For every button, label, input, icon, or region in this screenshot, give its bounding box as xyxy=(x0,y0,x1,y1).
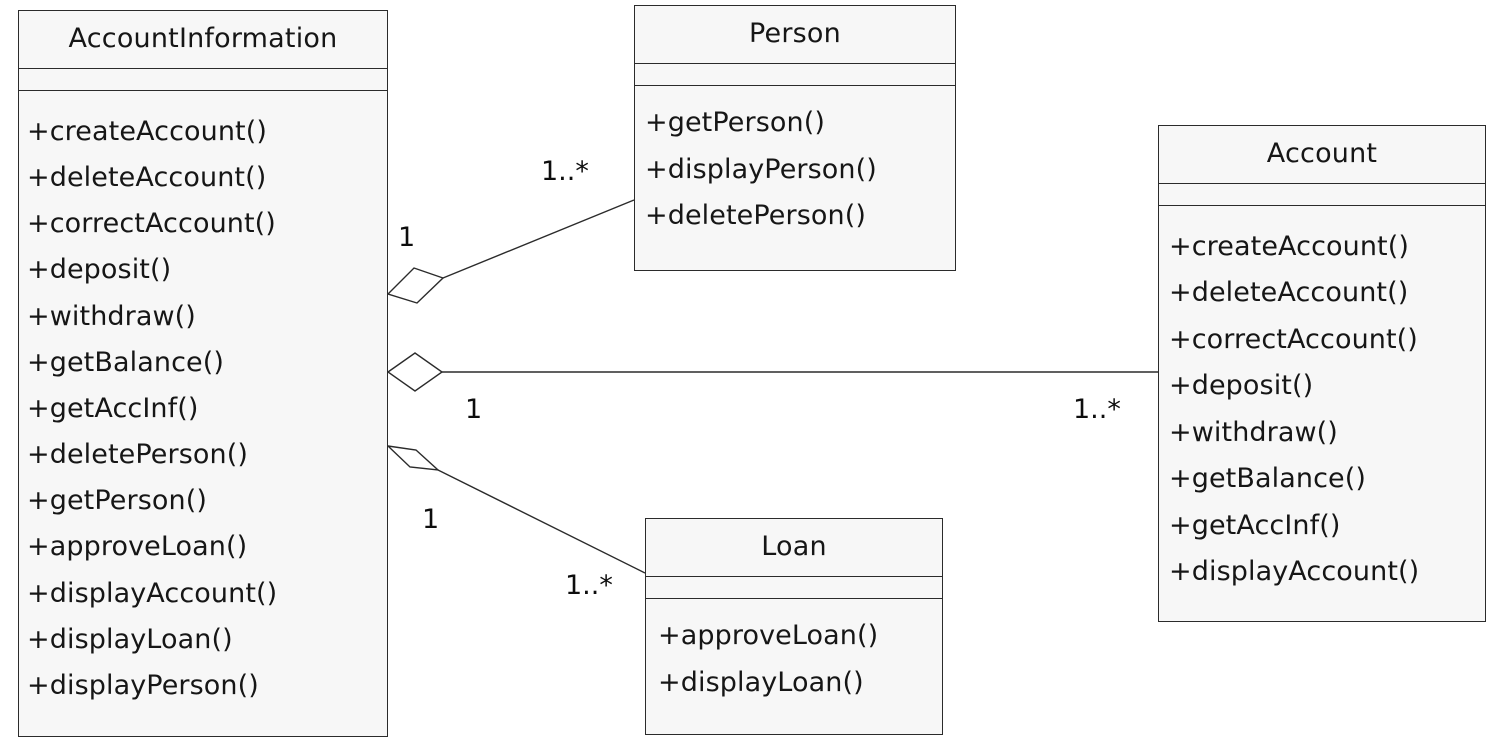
method-row: +getAccInf() xyxy=(27,392,199,424)
class-attributes-loan xyxy=(646,577,942,599)
method-row: +withdraw() xyxy=(1169,416,1338,448)
multiplicity-accountinformation-account-target: 1..* xyxy=(1073,394,1121,425)
method-row: +withdraw() xyxy=(27,300,196,332)
method-row: +displayLoan() xyxy=(27,623,233,655)
method-row: +approveLoan() xyxy=(27,531,248,563)
multiplicity-accountinformation-person-source: 1 xyxy=(398,222,416,253)
aggregation-diamond-loan xyxy=(385,444,441,471)
method-row: +deposit() xyxy=(1169,370,1314,402)
multiplicity-accountinformation-person-target: 1..* xyxy=(541,156,589,187)
method-row: +deletePerson() xyxy=(27,439,248,471)
method-row: +deleteAccount() xyxy=(1169,277,1409,309)
method-row: +getBalance() xyxy=(27,346,225,378)
method-row: +displayLoan() xyxy=(658,666,864,698)
aggregation-diamond-account xyxy=(386,352,444,392)
class-attributes-accountinformation xyxy=(19,69,387,91)
method-row: +displayPerson() xyxy=(645,153,877,185)
method-row: +getPerson() xyxy=(645,107,825,138)
method-row: +getBalance() xyxy=(1169,463,1367,495)
class-methods-loan: +approveLoan() +displayLoan() xyxy=(646,599,942,734)
association-line-loan xyxy=(437,469,646,574)
method-row: +getPerson() xyxy=(27,485,207,517)
method-row: +deletePerson() xyxy=(645,200,866,232)
method-row: +correctAccount() xyxy=(27,208,276,240)
class-name-person: Person xyxy=(635,6,955,64)
association-accountinformation-loan[interactable] xyxy=(385,444,646,574)
method-row: +getAccInf() xyxy=(1169,509,1341,541)
class-box-loan[interactable]: Loan +approveLoan() +displayLoan() xyxy=(645,518,943,735)
multiplicity-accountinformation-loan-target: 1..* xyxy=(565,570,613,601)
class-methods-accountinformation: +createAccount() +deleteAccount() +corre… xyxy=(19,91,387,736)
multiplicity-accountinformation-loan-source: 1 xyxy=(422,504,440,535)
aggregation-diamond-person xyxy=(386,267,445,304)
multiplicity-accountinformation-account-source: 1 xyxy=(465,394,483,425)
class-name-loan: Loan xyxy=(646,519,942,577)
class-name-accountinformation: AccountInformation xyxy=(19,11,387,69)
class-box-person[interactable]: Person +getPerson() +displayPerson() +de… xyxy=(634,5,956,271)
method-row: +deposit() xyxy=(27,254,172,286)
class-methods-account: +createAccount() +deleteAccount() +corre… xyxy=(1159,206,1485,621)
association-line-person xyxy=(442,199,635,279)
method-row: +displayAccount() xyxy=(27,577,278,609)
class-box-account[interactable]: Account +createAccount() +deleteAccount(… xyxy=(1158,125,1486,622)
class-box-accountinformation[interactable]: AccountInformation +createAccount() +del… xyxy=(18,10,388,737)
association-accountinformation-person[interactable] xyxy=(386,199,635,304)
class-methods-person: +getPerson() +displayPerson() +deletePer… xyxy=(635,86,955,270)
association-accountinformation-account[interactable] xyxy=(386,352,1158,392)
method-row: +correctAccount() xyxy=(1169,323,1418,355)
class-attributes-person xyxy=(635,64,955,86)
method-row: +approveLoan() xyxy=(658,620,879,651)
method-row: +createAccount() xyxy=(27,116,268,147)
method-row: +displayPerson() xyxy=(27,669,259,701)
class-attributes-account xyxy=(1159,184,1485,206)
method-row: +deleteAccount() xyxy=(27,162,267,194)
method-row: +displayAccount() xyxy=(1169,556,1420,588)
method-row: +createAccount() xyxy=(1169,231,1410,262)
class-name-account: Account xyxy=(1159,126,1485,184)
